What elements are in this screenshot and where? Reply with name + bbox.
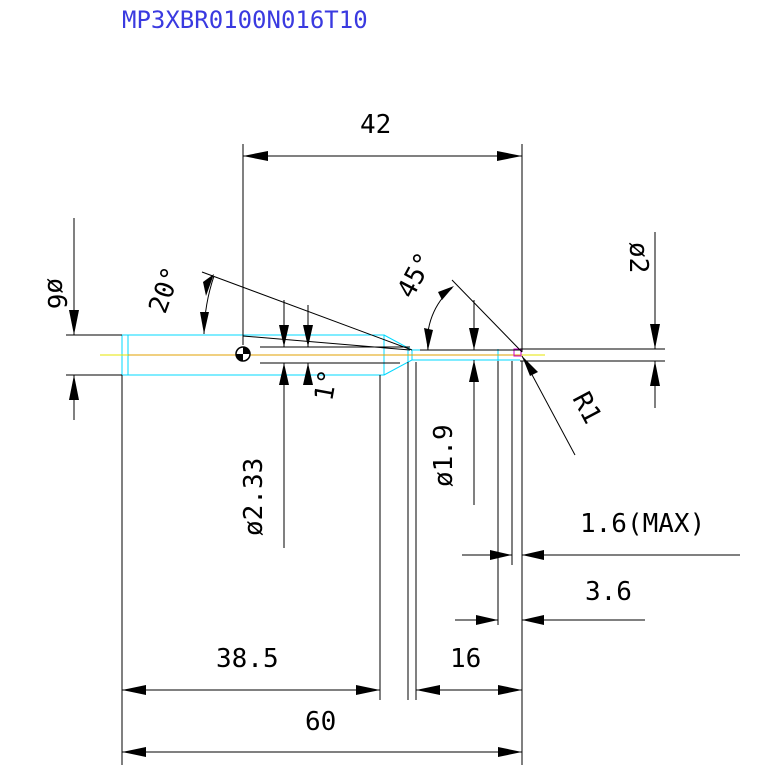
dim-neck-length: 16 [416,644,522,695]
dim-flute-diameter: ø1.9 [429,300,479,505]
dim-cutting-length: 3.6 [455,577,645,625]
dim-flute-diameter-text: ø1.9 [429,424,459,487]
dim-total-length: 60 [122,707,522,757]
dim-cutting-length-max-text: 1.6(MAX) [580,509,705,539]
dim-shank-length-text: 38.5 [216,644,279,674]
origin-marker [235,346,251,362]
dim-cutting-length-text: 3.6 [585,577,632,607]
tip-radius-mark [513,348,522,357]
dim-neck-diameter-text: ø2.33 [239,458,269,536]
dim-radius-text: R1 [566,387,607,429]
dim-shank-length: 38.5 [122,644,380,695]
dim-tip-angle-text: 45° [392,248,441,304]
dim-tip-diameter: ø2 [520,232,665,408]
dim-cutting-length-max: 1.6(MAX) [462,509,740,560]
dim-shank-diameter: ø6 [41,218,122,420]
dim-total-length-text: 60 [305,707,336,737]
dim-taper-angle: 20° [143,263,413,351]
dim-taper-angle-text: 20° [143,263,187,317]
dim-shank-inner [260,300,410,548]
dim-tip-angle: 45° [392,248,523,353]
dim-tip-diameter-text: ø2 [623,242,653,273]
dim-neck-length-text: 16 [450,644,481,674]
dim-shank-diameter-text: ø6 [41,278,71,309]
dim-overall-length: 42 [242,110,523,352]
dim-back-taper-text: 1° [309,367,344,403]
dim-overall-length-text: 42 [360,110,391,140]
part-number-title: MP3XBR0100N016T10 [122,6,368,34]
dim-radius: R1 [521,355,607,456]
